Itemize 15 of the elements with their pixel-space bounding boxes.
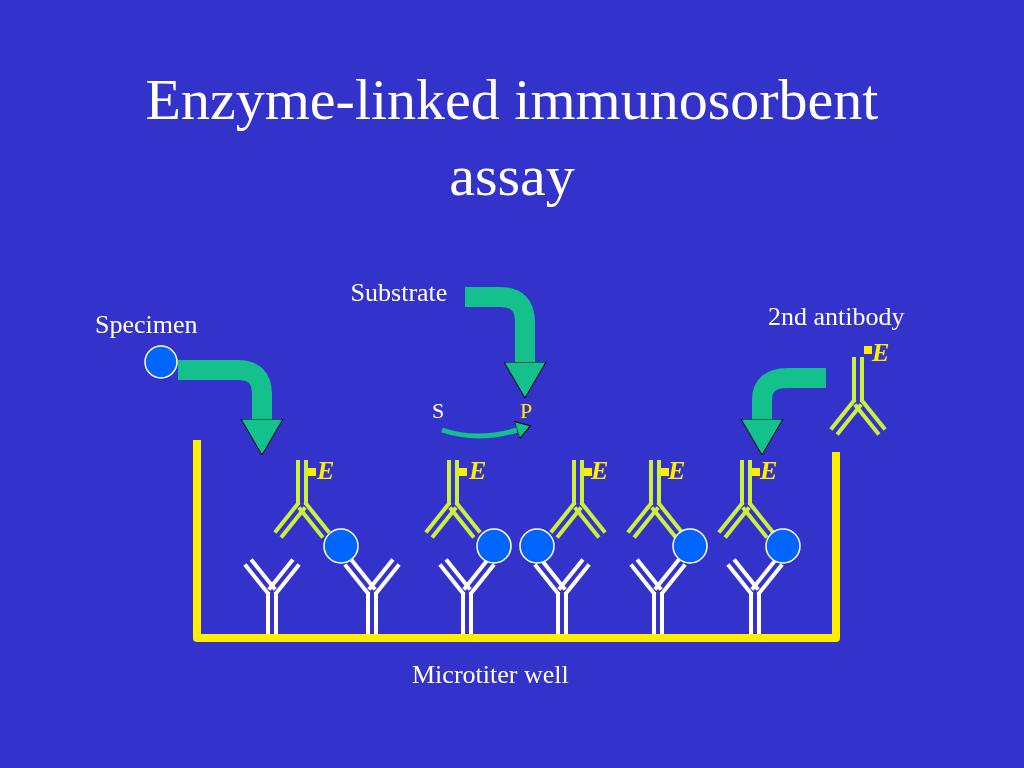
- arrow: [178, 360, 284, 456]
- substrate-label: Substrate: [333, 278, 465, 310]
- reaction-label: S: [428, 398, 448, 428]
- arrow: [441, 420, 531, 440]
- enzyme-label: E: [469, 456, 487, 486]
- caption-label: Specimen: [95, 310, 198, 340]
- caption-label: 2nd antibody: [768, 302, 905, 332]
- enzyme-label: E: [317, 456, 335, 486]
- enzyme-label: E: [591, 456, 609, 486]
- caption-label: Microtiter well: [412, 660, 569, 690]
- enzyme-label: E: [760, 456, 778, 486]
- reaction-label: P: [515, 398, 537, 428]
- enzyme-label: E: [872, 338, 890, 368]
- slide-title: Enzyme-linked immunosorbent assay: [144, 66, 880, 210]
- enzyme-label: E: [668, 456, 686, 486]
